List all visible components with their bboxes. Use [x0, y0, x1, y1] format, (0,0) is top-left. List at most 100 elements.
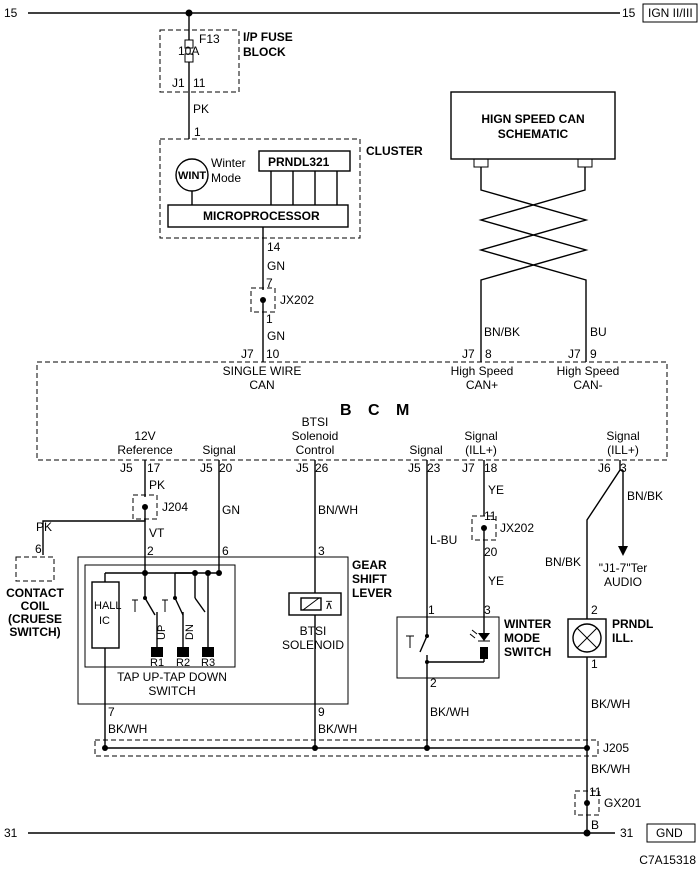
fuse-pin: 11 — [193, 76, 206, 90]
jx202-top-wire: GN — [267, 329, 285, 343]
rail-top-right-label: 15 — [622, 6, 636, 20]
bcm-bot-pin-5: 18 — [484, 461, 498, 475]
prndl-ill-line2: ILL. — [612, 631, 633, 645]
bcm-bot-conn-2: J5 — [200, 461, 213, 475]
bcm-bot-pin-3: 26 — [315, 461, 329, 475]
prndl-pin-out: 1 — [591, 657, 598, 671]
bn-wh-wire-label: BN/WH — [318, 503, 358, 517]
fuse-conn: J1 — [172, 76, 185, 90]
rail-top-left-label: 15 — [4, 6, 18, 20]
led-icon — [478, 633, 490, 641]
bcm-bot-label-1b: Reference — [117, 443, 173, 457]
contact-coil-line1: CONTACT — [6, 586, 64, 600]
winter-switch-line1: WINTER — [504, 617, 552, 631]
gx201-pin: 11 — [589, 785, 602, 799]
winter-switch-line2: MODE — [504, 631, 540, 645]
bcm-bot-label-1a: 12V — [134, 429, 155, 443]
gn-wire-label: GN — [222, 503, 240, 517]
figure-id: C7A15318 — [639, 853, 696, 867]
bcm: B C M J7 10 SINGLE WIRE CAN J7 8 High Sp… — [36, 347, 668, 475]
cluster-out-wire: GN — [267, 259, 285, 273]
winter-pin-gnd: 2 — [430, 676, 437, 690]
cluster-pin-in: 1 — [194, 125, 201, 139]
j205-name: J205 — [603, 741, 629, 755]
gx201-name: GX201 — [604, 796, 642, 810]
j204-wire-out: VT — [149, 526, 165, 540]
winter-gnd-wire: BK/WH — [430, 705, 469, 719]
bcm-bot-pin-1: 17 — [147, 461, 161, 475]
bcm-top-label-2b: CAN+ — [466, 378, 498, 392]
audio-wire-label: BN/BK — [627, 489, 663, 503]
audio-line2: AUDIO — [604, 575, 642, 589]
bcm-top-conn-3: J7 — [568, 347, 581, 361]
contact-coil-line4: SWITCH) — [9, 625, 60, 639]
microprocessor-label: MICROPROCESSOR — [203, 209, 320, 223]
j204-circuit: PK J204 VT PK 6 CONTACT COIL (CRUESE SWI… — [6, 460, 358, 639]
prndl-wire-in: BN/BK — [545, 555, 581, 569]
bcm-bot-label-3c: Control — [296, 443, 335, 457]
prndl-display-label: PRNDL321 — [268, 155, 330, 169]
bcm-top-conn-1: J7 — [241, 347, 254, 361]
switch-dn-label: DN — [184, 624, 196, 640]
bcm-bot-label-4b: Signal — [409, 443, 442, 457]
gx201-ground: 11 GX201 B — [574, 785, 642, 832]
gnd-label: GND — [656, 826, 683, 840]
r1-label: R1 — [150, 657, 164, 669]
can-wire-right: BU — [590, 325, 607, 339]
bcm-top-label-2a: High Speed — [451, 364, 514, 378]
resistor-r1 — [151, 647, 163, 657]
bcm-top-pin-1: 10 — [266, 347, 280, 361]
jx202-bot-wire-in: YE — [488, 483, 504, 497]
ign-source-label: IGN II/III — [648, 6, 693, 20]
bcm-bot-label-6a: Signal — [606, 429, 639, 443]
rail-bottom-left-label: 31 — [4, 826, 18, 840]
can-schematic: HIGN SPEED CAN SCHEMATIC BN/BK BU — [450, 91, 616, 362]
btsi-line1: BTSI — [300, 624, 327, 638]
cluster-out-pin: 14 — [267, 240, 281, 254]
prndl-pin-in: 2 — [591, 603, 598, 617]
jx202-top: 7 1 JX202 GN — [250, 276, 314, 362]
bcm-bot-conn-3: J5 — [296, 461, 309, 475]
hall-ic-line1: HALL — [94, 600, 122, 612]
winter-mode-switch: L-BU YE 11 20 JX202 YE 1 3 WINTER MODE S… — [396, 460, 552, 748]
cluster-title: CLUSTER — [366, 144, 423, 158]
bcm-bot-pin-6: 3 — [620, 461, 627, 475]
j205-splice: J205 BK/WH — [94, 739, 630, 776]
fuse-block-title-2: BLOCK — [243, 45, 286, 59]
jx202-bot-pin-in: 11 — [484, 509, 497, 523]
prndl-display — [258, 150, 351, 172]
rail-bottom-right-label: 31 — [620, 826, 634, 840]
fuse-rating: 10A — [178, 44, 199, 58]
gear-lever-pin-vt: 2 — [147, 544, 154, 558]
bcm-bot-pin-2: 20 — [219, 461, 233, 475]
gear-shift-lever: GEAR SHIFT LEVER 2 6 3 HALL IC UP — [77, 544, 392, 748]
jx202-bot-name: JX202 — [500, 521, 534, 535]
btsi-line2: SOLENOID — [282, 638, 344, 652]
winter-switch-line3: SWITCH — [504, 645, 551, 659]
solenoid-icon: ⊼ — [325, 600, 333, 612]
winter-pin-ill: 3 — [484, 603, 491, 617]
resistor-r2 — [177, 647, 189, 657]
bcm-bot-conn-1: J5 — [120, 461, 133, 475]
prndl-ill-line1: PRNDL — [612, 617, 653, 631]
tap-switch-outline — [84, 564, 236, 668]
bcm-outline — [36, 361, 668, 461]
bcm-bot-conn-5: J7 — [462, 461, 475, 475]
gear-lever-pin-gnd2: 9 — [318, 705, 325, 719]
bcm-bot-conn-6: J6 — [598, 461, 611, 475]
tap-switch-line2: SWITCH — [148, 684, 195, 698]
cluster: CLUSTER WINT Winter Mode PRNDL321 MICROP… — [159, 138, 423, 290]
r3-label: R3 — [201, 657, 215, 669]
bcm-bot-label-2b: Signal — [202, 443, 235, 457]
jx202-top-pin-out: 1 — [266, 312, 273, 326]
winter-lamp-text-1: Winter — [211, 156, 246, 170]
winter-lamp-text-2: Mode — [211, 171, 241, 185]
gear-lever-pin-sol: 3 — [318, 544, 325, 558]
audio-arrow-icon — [618, 546, 628, 556]
gear-lever-line3: LEVER — [352, 586, 392, 600]
winter-lamp-label: WINT — [178, 170, 206, 182]
microprocessor — [167, 204, 349, 228]
contact-coil — [15, 556, 55, 582]
contact-coil-pin: 6 — [35, 542, 42, 556]
